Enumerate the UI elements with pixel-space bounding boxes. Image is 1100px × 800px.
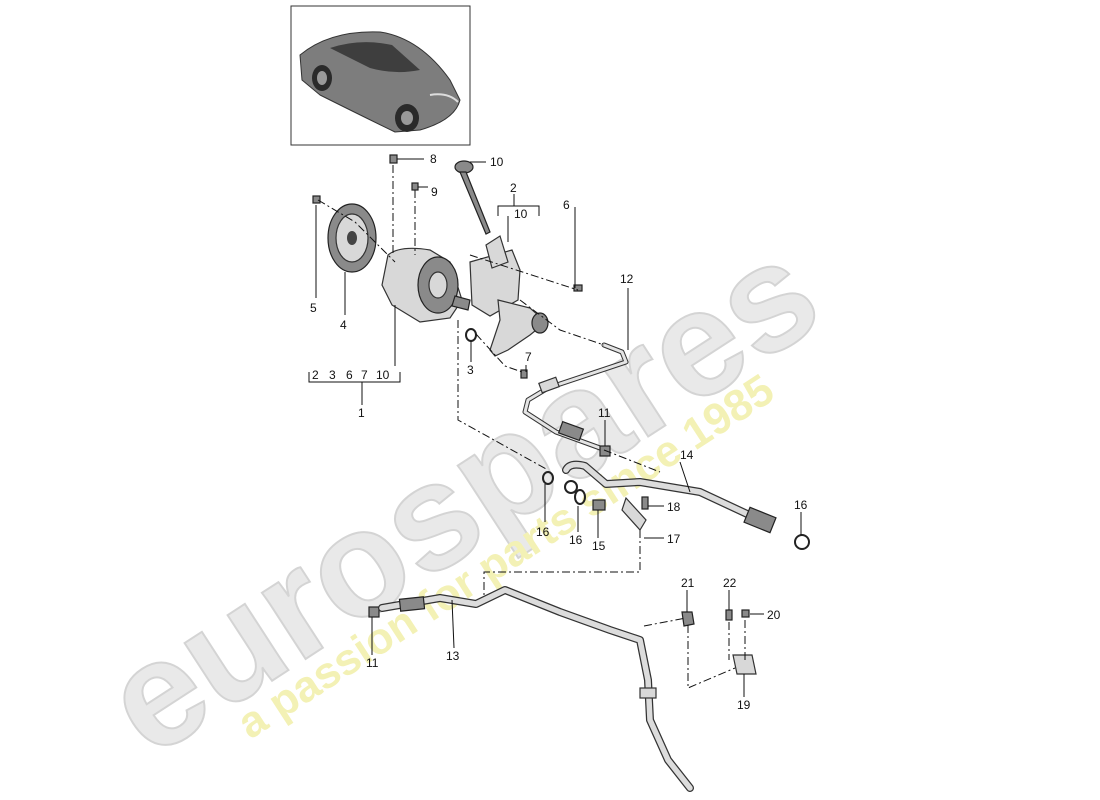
assembly-1-contents: 2 3 6 7 10: [312, 368, 390, 382]
bolt-part-6[interactable]: [573, 284, 583, 292]
steering-pump-part-1[interactable]: [381, 247, 471, 323]
callout-12: 12: [620, 272, 634, 286]
pulley-part-4[interactable]: [327, 203, 377, 273]
callout-6: 6: [563, 198, 570, 212]
watermark: eurospares a passion for parts since 198…: [75, 204, 847, 787]
callout-21: 21: [681, 576, 695, 590]
nut-part-20[interactable]: [741, 609, 750, 618]
callout-14: 14: [680, 448, 694, 462]
reservoir-part-2[interactable]: [469, 235, 549, 357]
vehicle-thumbnail: [290, 5, 471, 146]
seal-ring-part-3[interactable]: [465, 328, 477, 342]
callout-9: 9: [431, 185, 438, 199]
callout-5: 5: [310, 301, 317, 315]
bolt-part-22[interactable]: [725, 609, 733, 621]
callout-19: 19: [737, 698, 751, 712]
bolt-part-5[interactable]: [312, 195, 321, 204]
callout-16-right: 16: [794, 498, 808, 512]
callout-1: 1: [358, 406, 365, 420]
callout-20: 20: [767, 608, 781, 622]
callout-labels: 8 10 9 2 10 6 12 5 4 3 7 1 11 14 16 18 1…: [310, 152, 808, 712]
clamp-part-11[interactable]: [599, 445, 611, 457]
seal-ring-part-16-c[interactable]: [794, 534, 810, 550]
assembly-1-item: 3: [329, 368, 336, 382]
bolt-part-7[interactable]: [520, 369, 528, 379]
watermark-brand: eurospares: [76, 205, 846, 786]
car-icon: [299, 31, 461, 133]
seal-ring-part-16-b[interactable]: [574, 489, 586, 505]
callout-11: 11: [598, 406, 611, 420]
assembly-1-item: 2: [312, 368, 319, 382]
callout-16-left: 16: [536, 525, 550, 539]
callout-7: 7: [525, 350, 532, 364]
callout-11-lower: 11: [366, 656, 379, 670]
bracket-part-19[interactable]: [732, 654, 757, 675]
bolt-part-8[interactable]: [389, 154, 398, 164]
assembly-1-item: 7: [361, 368, 368, 382]
callout-4: 4: [340, 318, 347, 332]
pressure-line-part-12[interactable]: [522, 342, 629, 451]
callout-13: 13: [446, 649, 460, 663]
callout-8: 8: [430, 152, 437, 166]
callout-2: 2: [510, 181, 517, 195]
assembly-1-item: 6: [346, 368, 353, 382]
clip-part-21[interactable]: [681, 611, 695, 627]
return-hose-part-14[interactable]: [562, 460, 777, 534]
cooler-line-part-13[interactable]: [378, 586, 694, 792]
callout-16-mid: 16: [569, 533, 583, 547]
assembly-1-item: 10: [376, 368, 390, 382]
callout-22: 22: [723, 576, 737, 590]
bolt-part-18[interactable]: [641, 496, 649, 510]
bolt-part-9[interactable]: [411, 182, 419, 191]
callout-3: 3: [467, 363, 474, 377]
callout-15: 15: [592, 539, 606, 553]
seal-ring-part-16[interactable]: [542, 471, 554, 485]
callout-18: 18: [667, 500, 681, 514]
assembly-lines: [317, 165, 746, 689]
cap-part-10[interactable]: [454, 160, 491, 235]
callout-bracket-10: 10: [514, 207, 528, 221]
callout-10: 10: [490, 155, 504, 169]
clamp-part-11-b[interactable]: [368, 606, 380, 618]
callout-17: 17: [667, 532, 681, 546]
union-part-15[interactable]: [592, 499, 606, 511]
leader-lines: [308, 158, 802, 697]
